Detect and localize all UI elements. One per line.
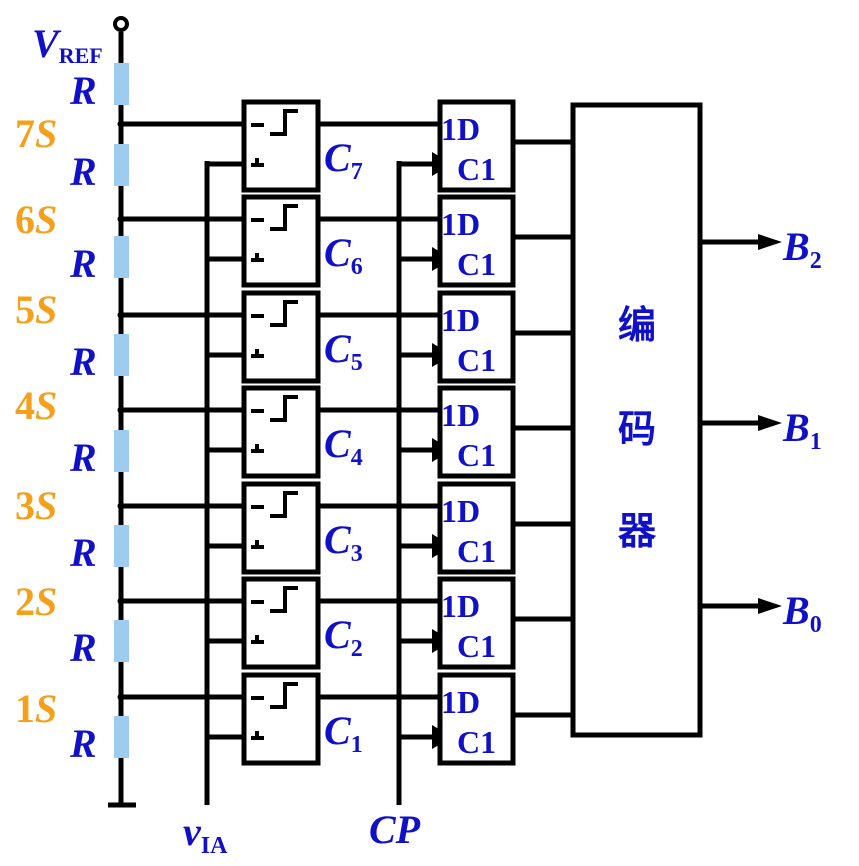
- flipflop-box: [437, 481, 516, 575]
- stage-6: C6 1D C1 6S: [15, 194, 575, 288]
- resistor-label: R: [69, 149, 97, 194]
- resistor-8: [114, 63, 129, 105]
- stage-7: C7 1D C1 7S: [15, 99, 575, 193]
- comparator-box: [241, 99, 321, 193]
- vref-label: VREF: [32, 21, 103, 68]
- junction-dot: [117, 215, 125, 223]
- flipflop-c-label: C1: [457, 246, 496, 282]
- comparator-label: C3: [324, 517, 363, 567]
- flipflop-c-label: C1: [457, 342, 496, 378]
- flipflop-d-label: 1D: [441, 397, 480, 433]
- vin-label: vIA: [183, 809, 228, 859]
- comparator-step-icon: [270, 491, 298, 518]
- comparator-box: [241, 672, 321, 766]
- flipflop-c-label: C1: [457, 437, 496, 473]
- comparator-box: [241, 290, 321, 384]
- output-arrow-icon: [758, 234, 782, 250]
- output-label-B1: B1: [782, 405, 822, 455]
- comparator-label: C2: [324, 612, 363, 662]
- stage-1: C1 1D C1 1S: [15, 672, 575, 766]
- flipflop-box: [437, 99, 516, 193]
- stage-4: C4 1D C1 4S: [15, 383, 575, 479]
- resistor-7: [114, 144, 129, 186]
- stage-3: C3 1D C1 3S: [15, 481, 575, 575]
- comparator-box: [241, 194, 321, 288]
- comparator-step-icon: [270, 586, 298, 613]
- resistor-label: R: [69, 721, 97, 766]
- flipflop-box: [437, 290, 516, 384]
- clock-label: CP: [369, 807, 421, 852]
- resistor-label: R: [69, 625, 97, 670]
- comparator-step-icon: [270, 395, 298, 422]
- resistor-label: R: [69, 241, 97, 286]
- tap-label: 2S: [15, 579, 57, 624]
- output-arrow-icon: [758, 415, 782, 431]
- junction-dot: [117, 502, 125, 510]
- resistor-label: R: [69, 339, 97, 384]
- flipflop-d-label: 1D: [441, 684, 480, 720]
- comparator-label: C1: [324, 708, 363, 758]
- comparator-label: C4: [324, 421, 363, 471]
- comparator-label: C7: [324, 135, 363, 185]
- tap-label: 7S: [15, 111, 57, 156]
- resistor-2: [114, 620, 129, 662]
- resistor-4: [114, 430, 129, 472]
- junction-dot: [117, 120, 125, 128]
- comparator-label: C5: [324, 326, 363, 376]
- flipflop-c-label: C1: [457, 533, 496, 569]
- encoder-char-1: 编: [618, 303, 656, 347]
- junction-dot: [117, 693, 125, 701]
- output-label-B2: B2: [782, 224, 822, 274]
- comparator-step-icon: [270, 682, 298, 709]
- comparator-box: [241, 576, 321, 670]
- comparator-step-icon: [270, 300, 298, 327]
- vref-terminal: [113, 16, 129, 32]
- resistor-5: [114, 334, 129, 376]
- flipflop-box: [437, 576, 516, 670]
- junction-dot: [117, 311, 125, 319]
- flipflop-d-label: 1D: [441, 206, 480, 242]
- tap-label: 3S: [15, 483, 57, 528]
- flipflop-c-label: C1: [457, 151, 496, 187]
- comparator-label: C6: [324, 230, 363, 280]
- tap-label: 5S: [15, 287, 57, 332]
- stage-2: C2 1D C1 2S: [15, 576, 575, 670]
- encoder-char-2: 码: [618, 407, 656, 451]
- tap-label: 1S: [15, 686, 57, 731]
- resistor-1: [114, 716, 129, 758]
- resistor-label: R: [69, 68, 97, 113]
- resistor-label: R: [69, 435, 97, 480]
- tap-label: 4S: [15, 383, 57, 428]
- flipflop-box: [437, 672, 516, 766]
- junction-dot: [117, 597, 125, 605]
- flipflop-d-label: 1D: [441, 111, 480, 147]
- tap-label: 6S: [15, 197, 57, 242]
- output-label-B0: B0: [782, 588, 822, 638]
- encoder-box: [570, 102, 703, 738]
- flipflop-box: [437, 385, 516, 479]
- flipflop-c-label: C1: [457, 724, 496, 760]
- resistor-3: [114, 525, 129, 567]
- comparator-flipflop-stages: C7 1D C1 7S C6 1D C1 6S C5 1D C1 5S C4 1D C1 4S C3 1D C1 3S…: [15, 99, 575, 766]
- encoder-char-3: 器: [618, 509, 657, 553]
- flipflop-box: [437, 194, 516, 288]
- flipflop-c-label: C1: [457, 628, 496, 664]
- comparator-step-icon: [270, 109, 298, 136]
- flipflop-d-label: 1D: [441, 588, 480, 624]
- comparator-step-icon: [270, 204, 298, 231]
- stage-5: C5 1D C1 5S: [15, 287, 575, 384]
- comparator-box: [241, 385, 321, 479]
- flipflop-d-label: 1D: [441, 493, 480, 529]
- flipflop-d-label: 1D: [441, 302, 480, 338]
- comparator-box: [241, 481, 321, 575]
- output-arrow-icon: [758, 598, 782, 614]
- junction-dot: [117, 406, 125, 414]
- resistor-label: R: [69, 530, 97, 575]
- resistor-6: [114, 236, 129, 278]
